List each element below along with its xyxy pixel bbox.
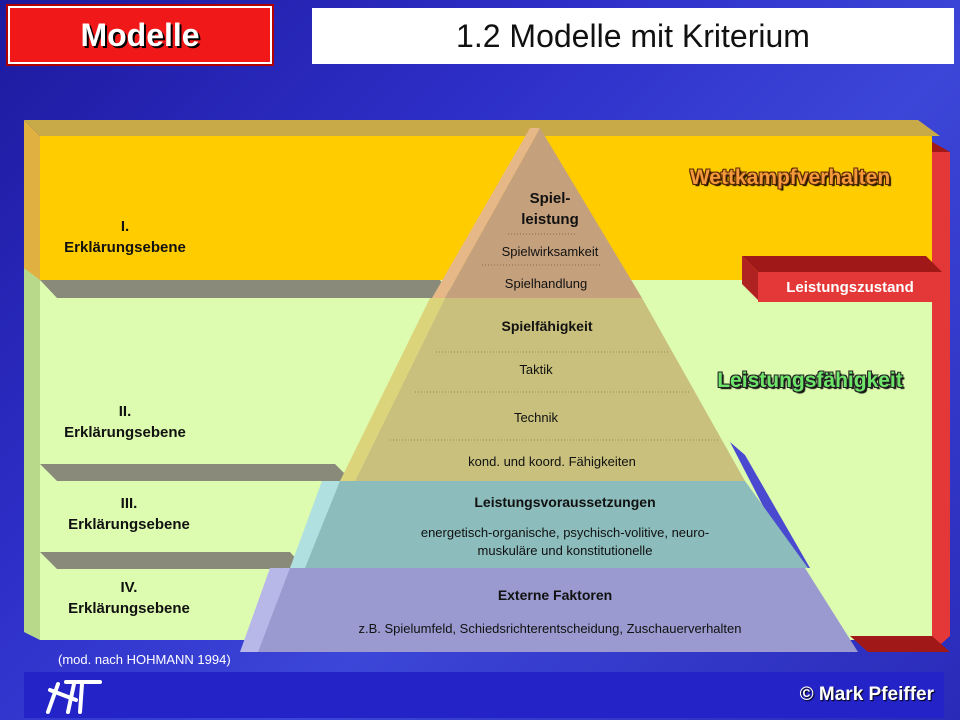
pyramid-middle-sub1: Taktik — [519, 362, 553, 377]
tier-lower-left — [290, 481, 340, 568]
level-1-text: Erklärungsebene — [64, 239, 186, 256]
level-3-label: III. Erklärungsebene — [44, 493, 214, 535]
level-1-label: I. Erklärungsebene — [40, 216, 210, 258]
iat-logo — [46, 680, 102, 714]
tier-lower — [290, 481, 808, 568]
shelf-3 — [40, 552, 305, 569]
tier-top — [445, 128, 642, 298]
tier-right-shadow-1 — [730, 442, 810, 568]
tier-top-left — [432, 128, 540, 298]
green-panel-left-face — [24, 268, 40, 640]
label-wettkampfverhalten: Wettkampfverhalten — [689, 166, 891, 189]
level-4-num: IV. — [120, 579, 138, 596]
level-2-label: II. Erklärungsebene — [40, 401, 210, 443]
tier-middle — [355, 298, 745, 481]
section-button-modelle[interactable]: Modelle — [8, 6, 272, 64]
red-frame-bottom — [850, 636, 950, 652]
pyramid-middle-sub3: kond. und koord. Fähigkeiten — [468, 454, 636, 469]
pyramid-middle-title: Spielfähigkeit — [501, 318, 593, 334]
shelf-1 — [40, 280, 455, 298]
tier-base-left — [240, 568, 290, 652]
level-3-text: Erklärungsebene — [68, 516, 190, 533]
level-4-label: IV. Erklärungsebene — [44, 577, 214, 619]
source-note: (mod. nach HOHMANN 1994) — [58, 652, 231, 667]
level-2-num: II. — [118, 403, 132, 420]
tier-base — [240, 568, 858, 652]
pyramid-top-sub2: Spielhandlung — [504, 276, 588, 291]
pyramid-lower-title: Leistungsvoraussetzungen — [474, 494, 656, 510]
label-leistungsfaehigkeit: Leistungsfähigkeit — [717, 369, 903, 392]
red-frame-right — [932, 152, 950, 652]
zustand-box — [758, 272, 942, 302]
pyramid-base-title: Externe Faktoren — [497, 587, 613, 603]
level-1-num: I. — [120, 218, 130, 235]
pyramid-base-desc: z.B. Spielumfeld, Schiedsrichterentschei… — [358, 621, 742, 636]
level-2-text: Erklärungsebene — [64, 424, 186, 441]
footer-bar — [24, 672, 944, 718]
copyright: © Mark Pfeiffer — [799, 684, 934, 705]
level-4-text: Erklärungsebene — [68, 600, 190, 617]
zustand-box-left — [742, 256, 758, 300]
yellow-band-left-face — [24, 120, 40, 280]
page-title: 1.2 Modelle mit Kriterium — [312, 8, 954, 64]
pyramid-lower-desc: energetisch-organische, psychisch-voliti… — [420, 525, 710, 558]
tier-middle-left — [340, 298, 445, 481]
yellow-band-top-face — [24, 120, 940, 136]
label-leistungszustand: Leistungszustand — [786, 279, 914, 296]
pyramid-middle-sub2: Technik — [513, 410, 559, 425]
pyramid-top-sub1: Spielwirksamkeit — [501, 244, 599, 259]
shelf-2 — [40, 464, 352, 481]
pyramid-top-title: Spiel- leistung — [521, 190, 579, 228]
level-3-num: III. — [120, 495, 138, 512]
zustand-box-top — [742, 256, 942, 272]
